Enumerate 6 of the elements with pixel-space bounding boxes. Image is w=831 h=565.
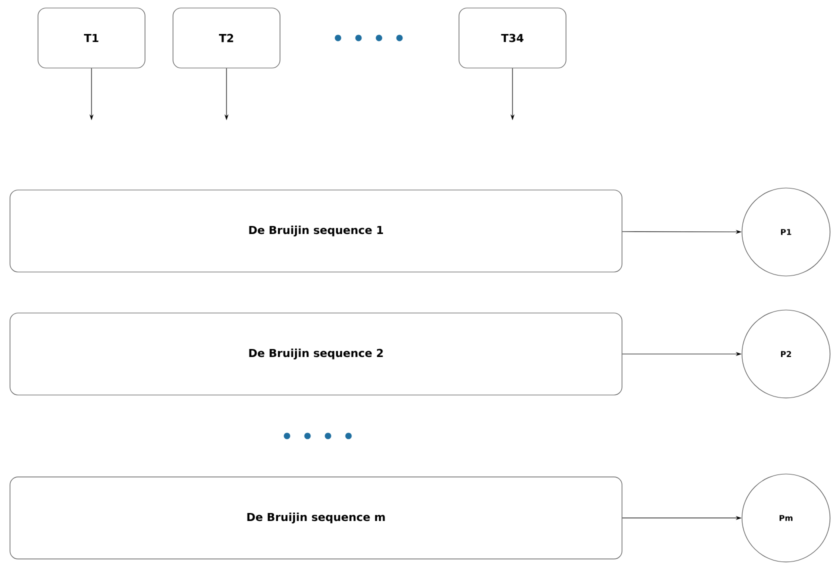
- sequence-box: De Bruijin sequence m: [10, 476, 622, 560]
- sequence-box: De Bruijin sequence 1: [10, 190, 622, 272]
- task-box: T2: [172, 8, 280, 68]
- sequence-box: De Bruijin sequence 2: [10, 312, 622, 396]
- task-box: T34: [458, 8, 566, 68]
- task-box: T1: [38, 8, 146, 68]
